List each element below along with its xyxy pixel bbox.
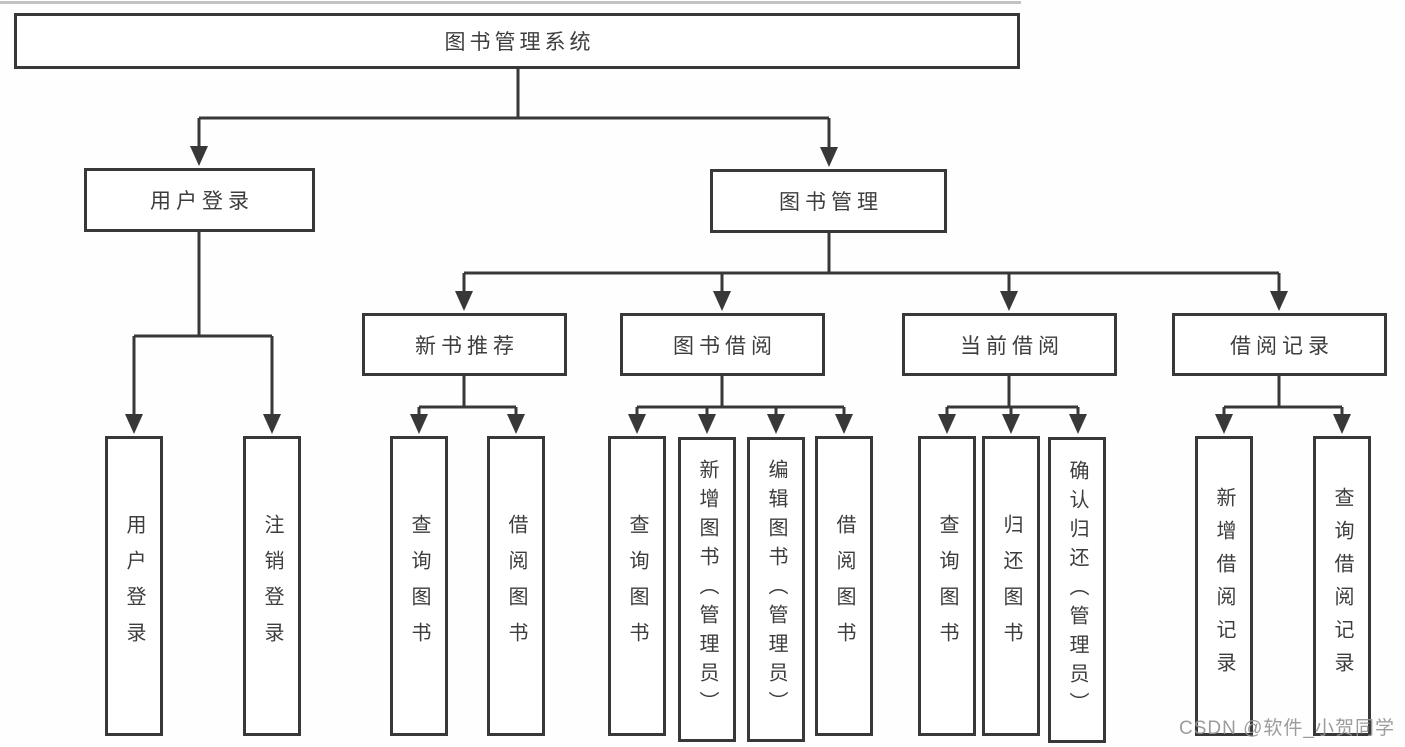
leaf-query-books-borrow: 查询图书: [608, 436, 666, 736]
leaf-user-login: 用户登录: [105, 436, 163, 736]
arrow-down-icon: [1333, 414, 1351, 434]
arrow-down-icon: [410, 414, 428, 434]
leaf-query-books-current: 查询图书: [918, 436, 976, 736]
leaf-borrow-books-recommend: 借阅图书: [487, 436, 545, 736]
node-label: 图书管理: [779, 191, 883, 214]
arrow-down-icon: [507, 414, 525, 434]
node-borrowing-records: 借阅记录: [1172, 313, 1387, 376]
node-label: 新增借阅记录: [1213, 487, 1235, 685]
node-label: 查询图书: [626, 514, 648, 658]
node-label: 图书管理系统: [444, 31, 595, 54]
top-border-artifact: [0, 1, 1021, 4]
arrow-down-icon: [835, 414, 853, 434]
node-label: 查询图书: [936, 514, 958, 658]
arrow-down-icon: [698, 414, 716, 434]
leaf-edit-books-admin: 编辑图书（管理员）: [747, 437, 805, 742]
node-label: 图书借阅: [673, 334, 777, 358]
leaf-return-books: 归还图书: [982, 436, 1040, 736]
node-label: 用户登录: [150, 190, 254, 213]
arrow-down-icon: [767, 414, 785, 434]
arrow-down-icon: [1000, 291, 1018, 311]
arrow-down-icon: [1270, 291, 1288, 311]
node-label: 借阅图书: [505, 514, 527, 658]
arrow-down-icon: [938, 414, 956, 434]
node-root-system: 图书管理系统: [14, 13, 1020, 69]
node-label: 确认归还（管理员）: [1066, 459, 1088, 721]
leaf-borrow-books: 借阅图书: [815, 436, 873, 736]
arrow-down-icon: [1069, 414, 1087, 434]
node-label: 注销登录: [261, 514, 283, 658]
leaf-add-books-admin: 新增图书（管理员）: [678, 437, 736, 742]
node-new-book-recommendation: 新书推荐: [362, 313, 567, 376]
arrow-down-icon: [263, 414, 281, 434]
node-label: 用户登录: [123, 514, 145, 658]
node-book-borrowing: 图书借阅: [620, 313, 825, 376]
node-label: 归还图书: [1000, 514, 1022, 658]
arrow-down-icon: [190, 146, 208, 166]
leaf-logout: 注销登录: [243, 436, 301, 736]
arrow-down-icon: [125, 414, 143, 434]
node-book-management: 图书管理: [710, 169, 947, 233]
node-label: 当前借阅: [960, 334, 1064, 358]
arrow-down-icon: [820, 147, 838, 167]
csdn-watermark: CSDN @软件_小贺同学: [1179, 718, 1395, 739]
leaf-query-borrow-record: 查询借阅记录: [1313, 436, 1371, 736]
arrow-down-icon: [1215, 414, 1233, 434]
arrow-down-icon: [628, 414, 646, 434]
node-label: 新增图书（管理员）: [696, 459, 718, 720]
node-label: 查询图书: [408, 514, 430, 658]
arrow-down-icon: [1002, 414, 1020, 434]
node-label: 编辑图书（管理员）: [765, 459, 787, 720]
node-current-borrowing: 当前借阅: [902, 313, 1117, 376]
node-label: 借阅图书: [833, 514, 855, 658]
arrow-down-icon: [455, 291, 473, 311]
leaf-add-borrow-record: 新增借阅记录: [1195, 436, 1253, 736]
leaf-query-books-recommend: 查询图书: [390, 436, 448, 736]
node-user-login: 用户登录: [84, 168, 315, 232]
node-label: 借阅记录: [1230, 334, 1334, 358]
leaf-confirm-return-admin: 确认归还（管理员）: [1048, 437, 1106, 743]
node-label: 新书推荐: [415, 334, 519, 358]
node-label: 查询借阅记录: [1331, 487, 1353, 685]
arrow-down-icon: [713, 291, 731, 311]
